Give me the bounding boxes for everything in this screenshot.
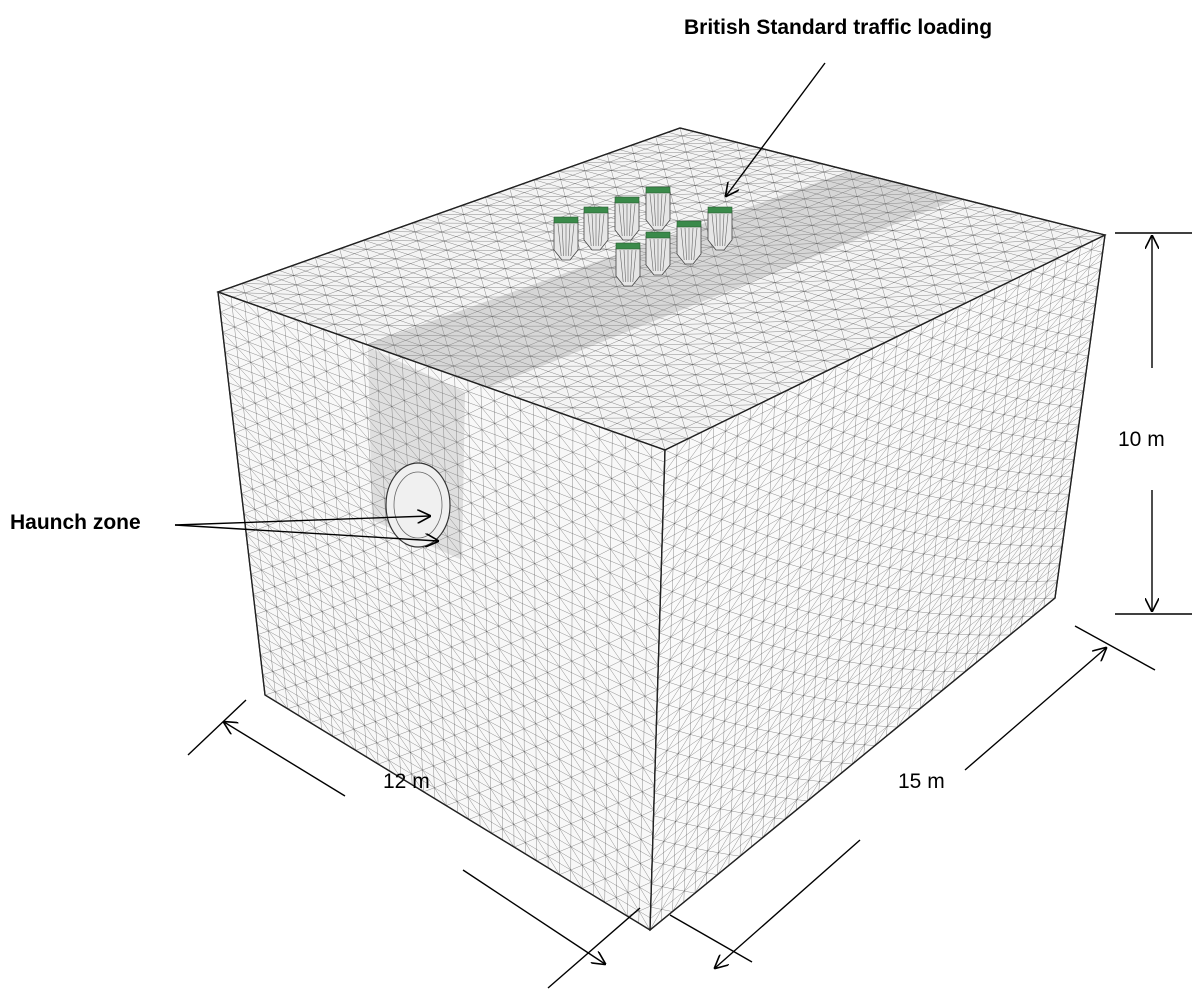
height-dimension-label: 10 m	[1118, 428, 1165, 451]
traffic-loading-label: British Standard traffic loading	[684, 16, 993, 39]
haunch-leader-arrow-lower	[174, 524, 438, 541]
length-tick-left	[669, 914, 753, 963]
pipe-section	[385, 462, 451, 548]
wheel-load	[553, 216, 579, 261]
wheel-load	[583, 206, 609, 251]
wheel-load	[615, 242, 641, 287]
length-dimension-label: 15 m	[898, 770, 945, 793]
haunch-zone-label: Haunch zone	[10, 511, 141, 534]
length-arrow-upper	[964, 648, 1106, 771]
width-tick-right	[547, 907, 641, 989]
haunch-leader-arrow-upper	[174, 516, 430, 526]
width-arrow-lower	[462, 869, 605, 964]
traffic-wheel-loads	[553, 186, 733, 287]
annotations	[174, 62, 1192, 989]
width-tick-left	[187, 699, 247, 756]
width-arrow-upper	[224, 722, 346, 797]
wheel-load	[614, 196, 640, 241]
width-dimension-label: 12 m	[383, 770, 430, 793]
length-arrow-lower	[715, 839, 861, 968]
traffic-leader-arrow	[726, 62, 826, 196]
wheel-load	[707, 206, 733, 251]
block-outline	[217, 127, 1106, 931]
length-tick-right	[1074, 625, 1156, 671]
trench-mesh-band	[365, 160, 980, 395]
wheel-load	[676, 220, 702, 265]
wheel-load	[645, 231, 671, 276]
wheel-load	[645, 186, 671, 231]
